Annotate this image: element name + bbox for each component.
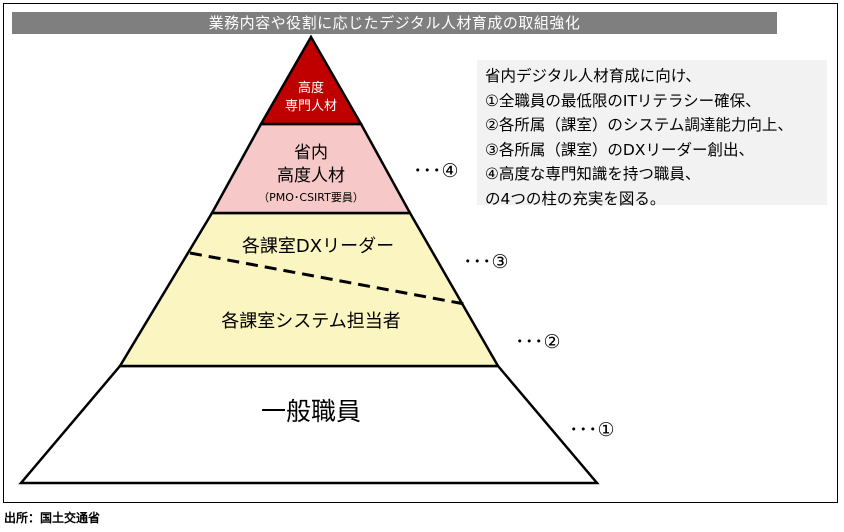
note-line: ①全職員の最低限のITリテラシー確保、 (485, 91, 761, 110)
tier-ministry-label-3: （PMO･CSIRT要員） (258, 191, 364, 204)
tier-system-label: 各課室システム担当者 (221, 311, 400, 332)
marker-2: ･･･② (515, 331, 561, 353)
marker-1: ･･･① (569, 419, 615, 441)
tier-ministry-label-1: 省内 (294, 143, 328, 163)
tier-ministry-label-2: 高度人材 (277, 166, 345, 186)
tier-dx-label: 各課室DXリーダー (242, 236, 394, 257)
note-line: ④高度な専門知識を持つ職員、 (485, 165, 701, 183)
note-line: の4つの柱の充実を図る。 (485, 189, 666, 208)
tier-top-label-1: 高度 (298, 80, 324, 96)
marker-3: ･･･③ (463, 251, 509, 273)
tier-top-shape (258, 34, 364, 126)
note-line: ③各所属（課室）のDXリーダー創出、 (485, 140, 754, 159)
note-box: 省内デジタル人材育成に向け、 ①全職員の最低限のITリテラシー確保、 ②各所属（… (477, 60, 827, 208)
tier-general-label: 一般職員 (261, 397, 361, 426)
diagram-title: 業務内容や役割に応じたデジタル人材育成の取組強化 (12, 12, 777, 34)
marker-4: ･･･④ (413, 160, 459, 182)
source-note: 出所：国土交通省 (4, 511, 101, 525)
tier-top-label-2: 専門人材 (285, 99, 337, 114)
note-line: ②各所属（課室）のシステム調達能力向上、 (485, 116, 793, 134)
tier-dashed-divider (189, 251, 471, 307)
note-line: 省内デジタル人材育成に向け、 (485, 67, 701, 85)
